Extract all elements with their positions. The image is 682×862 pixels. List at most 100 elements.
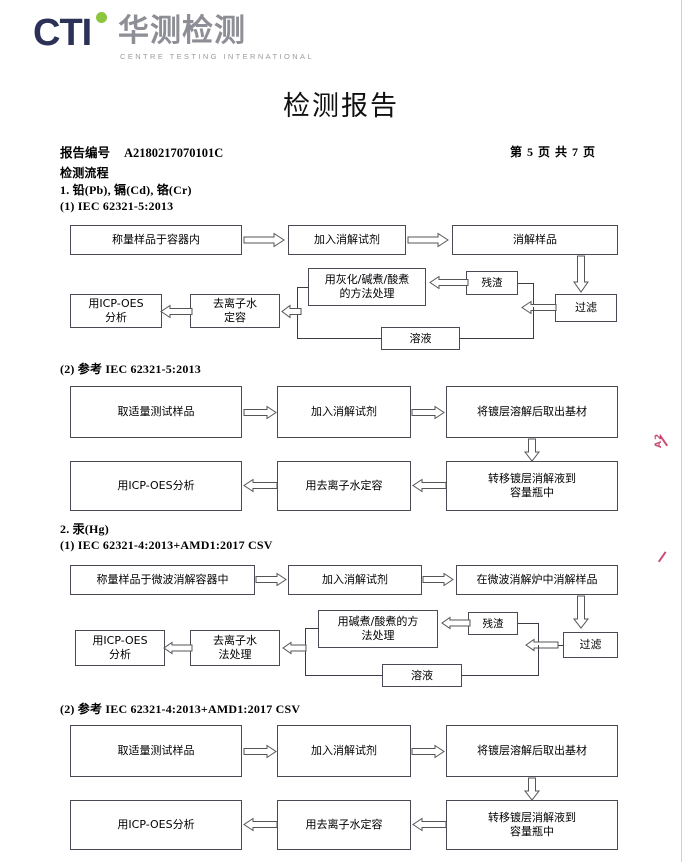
logo-chinese-name: 华测检测 [118, 13, 246, 49]
flow1-box-deionized-water-line1: 去离子水 [213, 297, 257, 310]
flow1-arrow-1 [243, 232, 286, 248]
flow3-arrow-1 [255, 572, 288, 587]
flow1-bus-to-treat [297, 287, 309, 288]
flow2-box-transfer-solution: 转移镀层消解液到 容量瓶中 [446, 461, 618, 511]
flow2-box-icp-oes: 用ICP-OES分析 [70, 461, 242, 511]
logo-wordmark: CTI [33, 12, 92, 54]
flow4-arrow-1 [243, 744, 278, 759]
flow1-line-solution-right [459, 338, 533, 339]
flow2-box-add-reagent: 加入消解试剂 [277, 386, 411, 438]
flow3-line-solution-up [538, 645, 539, 676]
flow3-arrow-down [572, 595, 590, 630]
flow1-line-filter-to-residue-v [533, 283, 534, 308]
flow3-box-icp-oes-line2: 分析 [109, 648, 131, 661]
flow1-arrow-2 [407, 232, 450, 248]
flow1-arrow-residue-to-treat [428, 275, 469, 290]
flow2-arrow-2 [411, 405, 446, 420]
page-title: 检测报告 [283, 91, 399, 122]
flow1-line-residue-stub [518, 283, 534, 284]
flow3-arrow-water-to-icp [163, 641, 193, 655]
flow3-box-icp-oes: 用ICP-OES 分析 [75, 630, 165, 666]
flow1-box-ash-boil-treat: 用灰化/碱煮/酸煮 的方法处理 [308, 268, 426, 306]
flow3-bus-vertical [305, 628, 306, 676]
logo-green-dot [96, 12, 107, 23]
flow3-box-boil-treat-line1: 用碱煮/酸煮的方 [337, 615, 419, 628]
flow3-arrow-residue-to-treat [440, 616, 471, 630]
heading-section-2b: (2) 参考 IEC 62321-4:2013+AMD1:2017 CSV [60, 702, 301, 716]
heading-process: 检测流程 [60, 166, 109, 180]
flow4-box-dilute-water: 用去离子水定容 [277, 800, 411, 850]
flow3-bus-to-solution [305, 675, 383, 676]
flow1-arrow-filter-left [520, 300, 557, 315]
flow2-arrow-down [523, 438, 541, 463]
seal-arc [650, 432, 682, 572]
flow3-box-solution: 溶液 [382, 664, 462, 687]
flow1-box-digest-sample: 消解样品 [452, 225, 618, 255]
flow2-box-transfer-solution-line1: 转移镀层消解液到 [488, 472, 576, 485]
flow1-box-ash-boil-treat-line1: 用灰化/碱煮/酸煮 [324, 273, 410, 286]
flow2-box-dilute-water: 用去离子水定容 [277, 461, 411, 511]
flow1-box-icp-oes-line2: 分析 [105, 311, 127, 324]
flow3-box-filter: 过滤 [563, 632, 618, 658]
seal-tick-bottom [657, 551, 667, 563]
seal-text: A2180217070101C [654, 432, 664, 448]
flow1-arrow-bus-to-water [281, 304, 302, 319]
flow3-arrow-2 [422, 572, 455, 587]
flow3-box-microwave-digest: 在微波消解炉中消解样品 [456, 565, 618, 595]
flow1-box-solution: 溶液 [381, 327, 460, 350]
flow1-box-icp-oes: 用ICP-OES 分析 [70, 294, 162, 328]
heading-section-1b: (2) 参考 IEC 62321-5:2013 [60, 362, 201, 376]
flow4-box-transfer-solution-line1: 转移镀层消解液到 [488, 811, 576, 824]
report-number-label: 报告编号 [60, 146, 111, 160]
flow2-arrow-1 [243, 405, 278, 420]
flow3-box-deionized-water: 去离子水 法处理 [190, 630, 280, 666]
flow4-box-icp-oes: 用ICP-OES分析 [70, 800, 242, 850]
flow1-box-weigh-sample: 称量样品于容器内 [70, 225, 242, 255]
flow2-arrow-3 [412, 478, 447, 493]
flow1-line-solution-up [533, 307, 534, 339]
flow3-box-deionized-water-line2: 法处理 [218, 648, 252, 661]
flow3-box-residue: 残渣 [468, 612, 518, 635]
flow4-box-add-reagent: 加入消解试剂 [277, 725, 411, 777]
flow4-box-transfer-solution-line2: 容量瓶中 [510, 825, 554, 838]
flow3-box-deionized-water-line1: 去离子水 [213, 634, 257, 647]
flow3-box-icp-oes-line1: 用ICP-OES [92, 634, 148, 647]
flow3-bus-to-treat [305, 628, 319, 629]
flow1-box-residue: 残渣 [466, 271, 518, 295]
flow2-box-take-sample: 取适量测试样品 [70, 386, 242, 438]
flow4-arrow-2 [411, 744, 446, 759]
flow3-line-filter-to-residue-v [538, 623, 539, 646]
flow1-arrow-water-to-icp [160, 304, 193, 319]
heading-section-1: 1. 铅(Pb), 镉(Cd), 铬(Cr) [60, 183, 192, 197]
flow1-box-deionized-water: 去离子水 定容 [190, 294, 280, 328]
flow4-box-transfer-solution: 转移镀层消解液到 容量瓶中 [446, 800, 618, 850]
cti-logo: CTI 华测检测 CENTRE TESTING INTERNATIONAL [33, 12, 312, 61]
flow1-box-ash-boil-treat-line2: 的方法处理 [339, 287, 395, 300]
flow1-box-icp-oes-line1: 用ICP-OES [88, 297, 144, 310]
flow3-arrow-filter-left [524, 638, 559, 652]
flow3-box-weigh-sample: 称量样品于微波消解容器中 [70, 565, 255, 595]
flow3-line-residue-stub [518, 623, 539, 624]
flow2-box-transfer-solution-line2: 容量瓶中 [510, 486, 554, 499]
flow1-arrow-down [573, 255, 589, 294]
flow3-box-boil-treat-line2: 法处理 [361, 629, 395, 642]
heading-section-1a: (1) IEC 62321-5:2013 [60, 199, 174, 213]
flow3-box-add-reagent: 加入消解试剂 [288, 565, 422, 595]
flow1-box-filter: 过滤 [555, 294, 617, 322]
page-indicator: 第 5 页 共 7 页 [510, 145, 597, 159]
flow1-box-deionized-water-line2: 定容 [224, 311, 246, 324]
flow4-box-take-sample: 取适量测试样品 [70, 725, 242, 777]
flow4-arrow-3 [412, 817, 447, 832]
flow1-box-add-reagent: 加入消解试剂 [288, 225, 406, 255]
seal-tick-top [659, 435, 669, 447]
seal-watermark: A2180217070101C [650, 432, 682, 572]
flow3-line-solution-right [461, 675, 539, 676]
flow4-arrow-down [523, 777, 541, 802]
flow1-bus-to-solution [297, 338, 382, 339]
flow2-box-dissolve-coating: 将镀层溶解后取出基材 [446, 386, 618, 438]
flow4-box-dissolve-coating: 将镀层溶解后取出基材 [446, 725, 618, 777]
flow4-arrow-4 [243, 817, 278, 832]
flow3-arrow-bus-to-water [282, 641, 307, 655]
